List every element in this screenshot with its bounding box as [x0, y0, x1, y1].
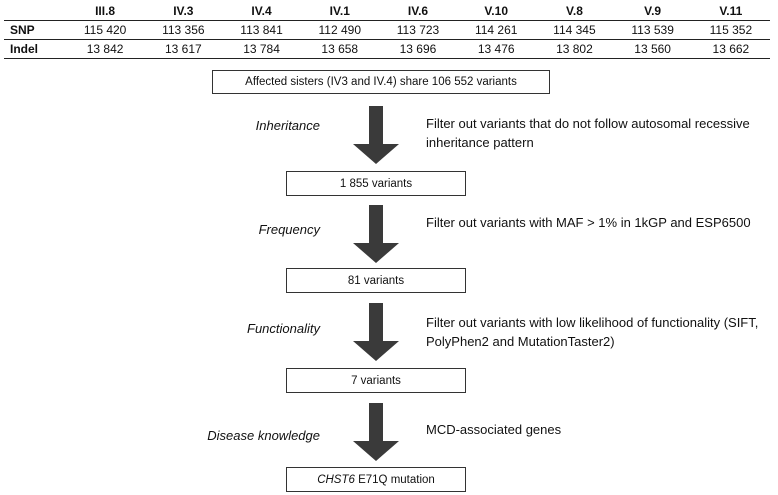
down-arrow-icon — [353, 403, 399, 461]
table-cell: 13 617 — [144, 39, 223, 59]
column-header: V.10 — [457, 2, 536, 21]
final-result-box: CHST6 E71Q mutation — [286, 467, 466, 492]
variant-count-table: III.8 IV.3 IV.4 IV.1 IV.6 V.10 V.8 V.9 V… — [4, 2, 770, 59]
step-label-frequency: Frequency — [258, 222, 320, 237]
table-cell: 112 490 — [300, 20, 379, 40]
table-cell: 13 802 — [535, 39, 614, 59]
down-arrow-icon — [353, 303, 399, 361]
table-cell: 113 539 — [613, 20, 692, 40]
result-box-text: 81 variants — [347, 274, 405, 287]
column-header: V.11 — [691, 2, 770, 21]
table-cell: 13 696 — [378, 39, 458, 59]
column-header: IV.1 — [300, 2, 379, 21]
table-cell: 113 356 — [144, 20, 223, 40]
gene-name: CHST6 — [317, 473, 355, 486]
start-box-text: Affected sisters (IV3 and IV.4) share 10… — [245, 76, 517, 88]
column-header: IV.6 — [378, 2, 458, 21]
column-header: V.8 — [535, 2, 614, 21]
step-description-inheritance: Filter out variants that do not follow a… — [426, 116, 750, 150]
row-header: Indel — [4, 39, 66, 59]
table-cell: 113 841 — [222, 20, 301, 40]
mutation-text: E71Q mutation — [354, 473, 435, 486]
table-cell: 114 261 — [457, 20, 536, 40]
step-description-frequency: Filter out variants with MAF > 1% in 1kG… — [426, 215, 751, 230]
column-header: V.9 — [613, 2, 692, 21]
table-corner — [4, 2, 66, 21]
down-arrow-icon — [353, 106, 399, 164]
table-cell: 13 560 — [613, 39, 692, 59]
step-label-disease-knowledge: Disease knowledge — [207, 428, 320, 443]
table-cell: 13 784 — [222, 39, 301, 59]
table-row-snp: SNP 115 420 113 356 113 841 112 490 113 … — [4, 20, 770, 40]
step-label-inheritance: Inheritance — [255, 118, 320, 133]
table-cell: 13 658 — [300, 39, 379, 59]
table-cell: 114 345 — [535, 20, 614, 40]
column-header: IV.3 — [144, 2, 223, 21]
table-cell: 113 723 — [378, 20, 458, 40]
table-cell: 115 420 — [66, 20, 145, 40]
column-header: IV.4 — [222, 2, 301, 21]
result-box-text: 7 variants — [351, 374, 401, 387]
result-box-inheritance: 1 855 variants — [286, 171, 466, 196]
row-header: SNP — [4, 20, 66, 40]
table-cell: 13 476 — [457, 39, 536, 59]
table-row-indel: Indel 13 842 13 617 13 784 13 658 13 696… — [4, 39, 770, 59]
result-box-text: 1 855 variants — [339, 177, 413, 190]
result-box-functionality: 7 variants — [286, 368, 466, 393]
step-description-functionality: Filter out variants with low likelihood … — [426, 315, 759, 349]
result-box-frequency: 81 variants — [286, 268, 466, 293]
table-cell: 115 352 — [691, 20, 770, 40]
step-label-functionality: Functionality — [247, 321, 320, 336]
table-header-row: III.8 IV.3 IV.4 IV.1 IV.6 V.10 V.8 V.9 V… — [4, 2, 770, 21]
column-header: III.8 — [66, 2, 145, 21]
step-description-disease-knowledge: MCD-associated genes — [426, 422, 562, 437]
table-cell: 13 842 — [66, 39, 145, 59]
down-arrow-icon — [353, 205, 399, 263]
table-cell: 13 662 — [691, 39, 770, 59]
start-box: Affected sisters (IV3 and IV.4) share 10… — [212, 70, 550, 94]
